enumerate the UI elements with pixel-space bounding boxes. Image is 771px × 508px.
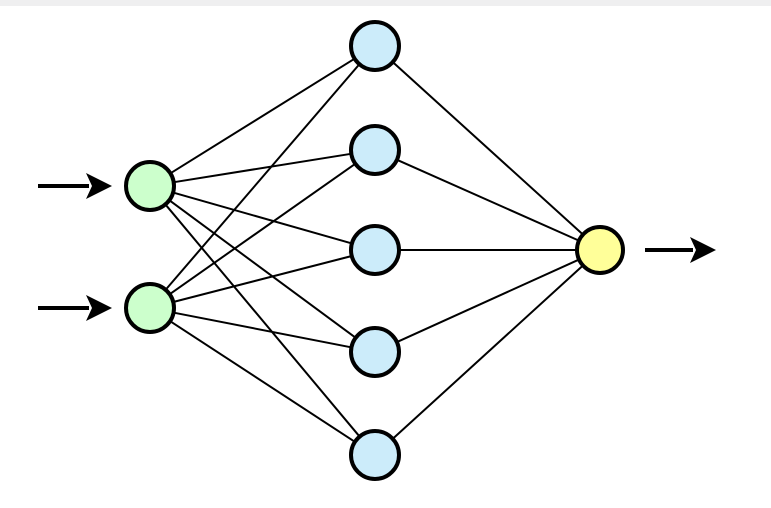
edge-i1-h2 [174,152,351,184]
input-node-2[interactable] [124,282,176,334]
edge-i1-h4 [169,200,356,338]
output-arrow-head [690,237,716,263]
edge-h5-o1 [392,265,583,439]
hidden-node-5[interactable] [349,429,401,481]
hidden-node-circle-3[interactable] [349,224,401,276]
edge-h1-o1 [392,62,583,235]
edges-group [165,58,583,443]
hidden-node-circle-5[interactable] [349,429,401,481]
arrows-group [38,173,716,321]
input-arrow-1 [38,173,112,199]
edge-i1-h1 [170,58,355,174]
edge-i2-h3 [173,255,352,303]
hidden-node-1[interactable] [349,20,401,72]
hidden-node-circle-4[interactable] [349,326,401,378]
input-arrow-1-head [86,173,112,199]
edge-i1-h5 [165,204,360,437]
output-node-1[interactable] [575,225,625,275]
input-arrow-2-head [86,295,112,321]
hidden-node-3[interactable] [349,224,401,276]
input-arrow-2 [38,295,112,321]
edge-i2-h5 [170,320,355,443]
output-node-circle-1[interactable] [575,225,625,275]
input-node-circle-1[interactable] [124,160,176,212]
hidden-node-2[interactable] [349,124,401,176]
hidden-node-circle-2[interactable] [349,124,401,176]
nodes-group [124,20,625,481]
edge-i2-h4 [174,311,351,349]
edge-h2-o1 [397,159,579,242]
edge-i1-h3 [173,191,352,245]
edge-h4-o1 [397,258,579,343]
input-node-circle-2[interactable] [124,282,176,334]
hidden-node-4[interactable] [349,326,401,378]
edge-i2-h1 [165,64,360,290]
edge-i2-h2 [169,163,356,295]
input-node-1[interactable] [124,160,176,212]
hidden-node-circle-1[interactable] [349,20,401,72]
output-arrow [645,237,716,263]
